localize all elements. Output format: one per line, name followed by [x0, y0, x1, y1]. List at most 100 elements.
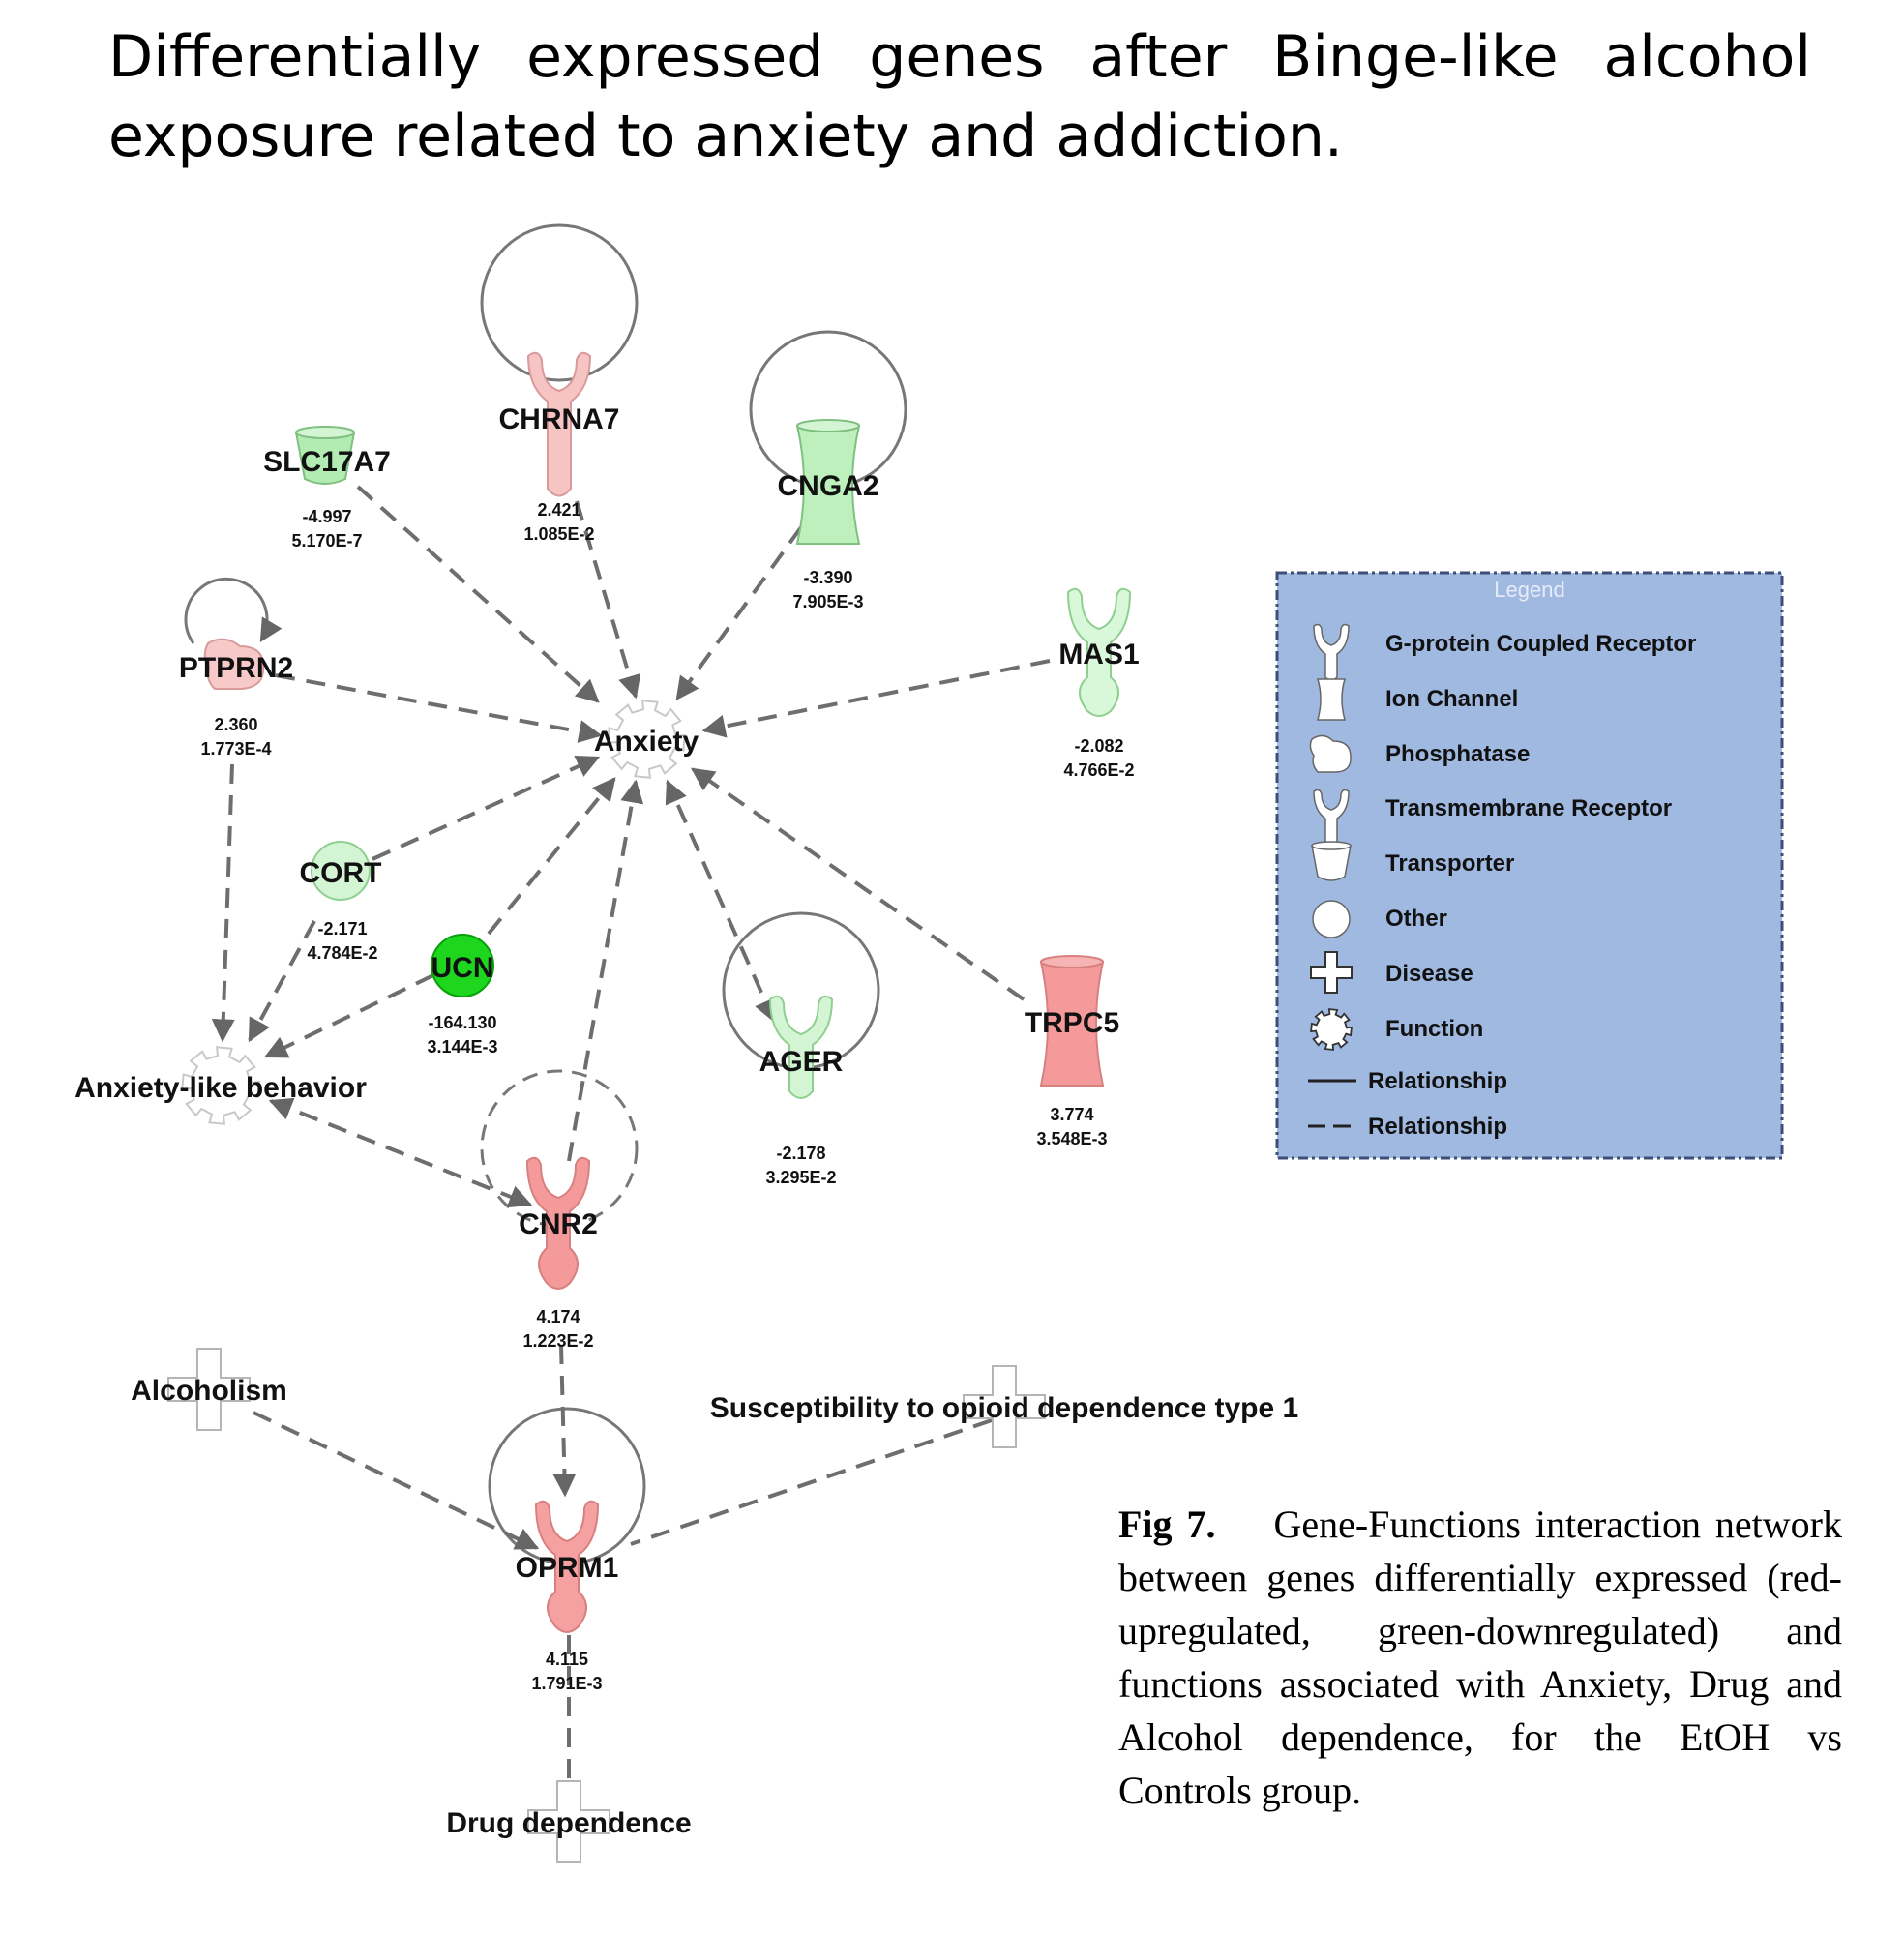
alcoholism-label: Alcoholism — [131, 1375, 287, 1407]
gpcr-shape — [525, 1156, 591, 1290]
ion-channel-shape — [1039, 961, 1105, 1087]
legend-label-transmembrane: Transmembrane Receptor — [1385, 795, 1672, 821]
legend-ion-channel: Ion Channel — [1316, 678, 1518, 721]
node-chrna7[interactable]: CHRNA7 2.421 1.085E-2 — [498, 351, 620, 544]
legend-relationship-solid: Relationship — [1308, 1068, 1507, 1094]
oprm1-fold: 4.115 — [546, 1650, 588, 1669]
edge-cort-anxietylike — [248, 920, 316, 1043]
ion-channel-rim — [1040, 955, 1104, 968]
ptprn2-self-loop — [184, 577, 283, 644]
edge-trpc5-anxiety — [691, 767, 1026, 1001]
legend-label-relationship-solid: Relationship — [1368, 1068, 1507, 1094]
oprm1-pvalue: 1.791E-3 — [531, 1674, 602, 1693]
ptprn2-pvalue: 1.773E-4 — [200, 739, 271, 759]
ager-label: AGER — [759, 1046, 844, 1078]
node-oprm1[interactable]: OPRM1 4.115 1.791E-3 — [516, 1500, 619, 1693]
function-gear-icon — [181, 1046, 260, 1125]
node-trpc5[interactable]: TRPC5 3.774 3.548E-3 — [1025, 955, 1119, 1148]
cort-fold: -2.171 — [317, 919, 367, 938]
legend-label-phosphatase: Phosphatase — [1385, 741, 1530, 767]
caption-text: Gene-Functions interaction network betwe… — [1118, 1503, 1843, 1812]
cnga2-pvalue: 7.905E-3 — [792, 592, 863, 611]
edge-cnr2-oprm1 — [552, 1344, 577, 1498]
other-shape — [431, 934, 494, 997]
legend-disease: Disease — [1310, 951, 1473, 994]
node-ucn[interactable]: UCN -164.130 3.144E-3 — [427, 934, 498, 1057]
gene-nodes: SLC17A7 -4.997 5.170E-7 CHRNA7 2.421 1.0… — [179, 351, 1140, 1693]
ion-channel-shape — [795, 425, 861, 545]
node-cort[interactable]: CORT -2.171 4.784E-2 — [300, 841, 382, 963]
node-ager[interactable]: AGER -2.178 3.295E-2 — [759, 995, 844, 1187]
node-cnr2[interactable]: CNR2 4.174 1.223E-2 — [519, 1156, 598, 1351]
chrna7-self-loop — [480, 223, 639, 382]
function-anxiety[interactable]: Anxiety — [594, 700, 699, 779]
mas1-fold: -2.082 — [1074, 736, 1123, 756]
ager-pvalue: 3.295E-2 — [765, 1168, 836, 1187]
edge-chrna7-anxiety — [575, 500, 641, 700]
figure-caption: Fig 7. Gene-Functions interaction networ… — [1118, 1498, 1842, 1817]
edge-ager-anxiety — [665, 779, 777, 1024]
caption-label: Fig 7. — [1118, 1503, 1216, 1546]
chrna7-pvalue: 1.085E-2 — [523, 524, 594, 544]
edge-cnr2-anxiety — [567, 779, 644, 1162]
edge-ucn-anxiety — [487, 777, 616, 936]
legend-function: Function — [1310, 1008, 1483, 1051]
ion-channel-rim — [796, 419, 860, 432]
legend-title: Legend — [1494, 578, 1564, 602]
legend-gpcr: G-protein Coupled Receptor — [1313, 623, 1696, 681]
disease-legend-icon — [1310, 951, 1353, 994]
phosphatase-legend-icon — [1309, 734, 1352, 773]
trpc5-fold: 3.774 — [1050, 1105, 1093, 1124]
cnga2-label: CNGA2 — [777, 470, 878, 502]
function-anxiety-like[interactable]: Anxiety-like behavior — [74, 1046, 367, 1125]
other-shape — [311, 841, 371, 901]
mas1-label: MAS1 — [1058, 639, 1139, 670]
legend-label-disease: Disease — [1385, 961, 1473, 987]
transporter-legend-icon — [1311, 845, 1352, 881]
cnr2-pvalue: 1.223E-2 — [522, 1331, 593, 1351]
node-slc17a7[interactable]: SLC17A7 -4.997 5.170E-7 — [263, 426, 391, 551]
disease-opioid[interactable]: Susceptibility to opioid dependence type… — [710, 1365, 1298, 1448]
edge-cnga2-anxiety — [675, 525, 803, 700]
edge-alcoholism-oprm1 — [253, 1411, 540, 1550]
anxiety-label: Anxiety — [594, 726, 699, 758]
chrna7-label: CHRNA7 — [498, 403, 619, 435]
cnr2-label: CNR2 — [519, 1208, 598, 1240]
legend-label-relationship-dashed: Relationship — [1368, 1114, 1507, 1140]
node-ptprn2[interactable]: PTPRN2 2.360 1.773E-4 — [179, 638, 293, 759]
edge-mas1-anxiety — [701, 659, 1051, 738]
disease-alcoholism[interactable]: Alcoholism — [131, 1348, 287, 1431]
cnr2-fold: 4.174 — [536, 1307, 580, 1326]
cort-label: CORT — [300, 857, 382, 889]
legend-box — [1275, 571, 1784, 1160]
legend-label-function: Function — [1385, 1016, 1483, 1042]
node-mas1[interactable]: MAS1 -2.082 4.766E-2 — [1058, 587, 1140, 780]
edge-cort-anxiety — [372, 755, 601, 861]
slc17a7-label: SLC17A7 — [263, 446, 391, 478]
drug-dependence-label: Drug dependence — [446, 1807, 691, 1839]
trpc5-label: TRPC5 — [1025, 1007, 1119, 1039]
other-legend-icon — [1312, 900, 1351, 938]
legend-transmembrane: Transmembrane Receptor — [1313, 789, 1672, 846]
gpcr-shape — [534, 1500, 600, 1633]
function-nodes: Anxiety Anxiety-like behavior — [74, 700, 699, 1125]
edges — [211, 485, 1051, 1790]
ucn-pvalue: 3.144E-3 — [427, 1037, 497, 1057]
disease-cross-icon — [527, 1780, 610, 1863]
function-legend-icon — [1310, 1008, 1353, 1051]
edge-opioid-oprm1 — [630, 1418, 993, 1546]
edge-anxietylike-cnr2 — [268, 1097, 533, 1208]
chrna7-fold: 2.421 — [537, 500, 580, 520]
slc17a7-fold: -4.997 — [302, 507, 351, 526]
ptprn2-label: PTPRN2 — [179, 652, 293, 684]
slc17a7-pvalue: 5.170E-7 — [291, 531, 362, 551]
node-cnga2[interactable]: CNGA2 -3.390 7.905E-3 — [777, 419, 879, 611]
ion-channel-legend-icon — [1316, 678, 1347, 721]
edge-ptprn2-anxietylike — [211, 763, 235, 1043]
legend-phosphatase: Phosphatase — [1309, 734, 1530, 773]
opioid-label: Susceptibility to opioid dependence type… — [710, 1392, 1298, 1424]
disease-drug-dependence[interactable]: Drug dependence — [446, 1780, 692, 1863]
oprm1-label: OPRM1 — [516, 1552, 619, 1584]
edge-ptprn2-anxiety — [275, 673, 603, 743]
